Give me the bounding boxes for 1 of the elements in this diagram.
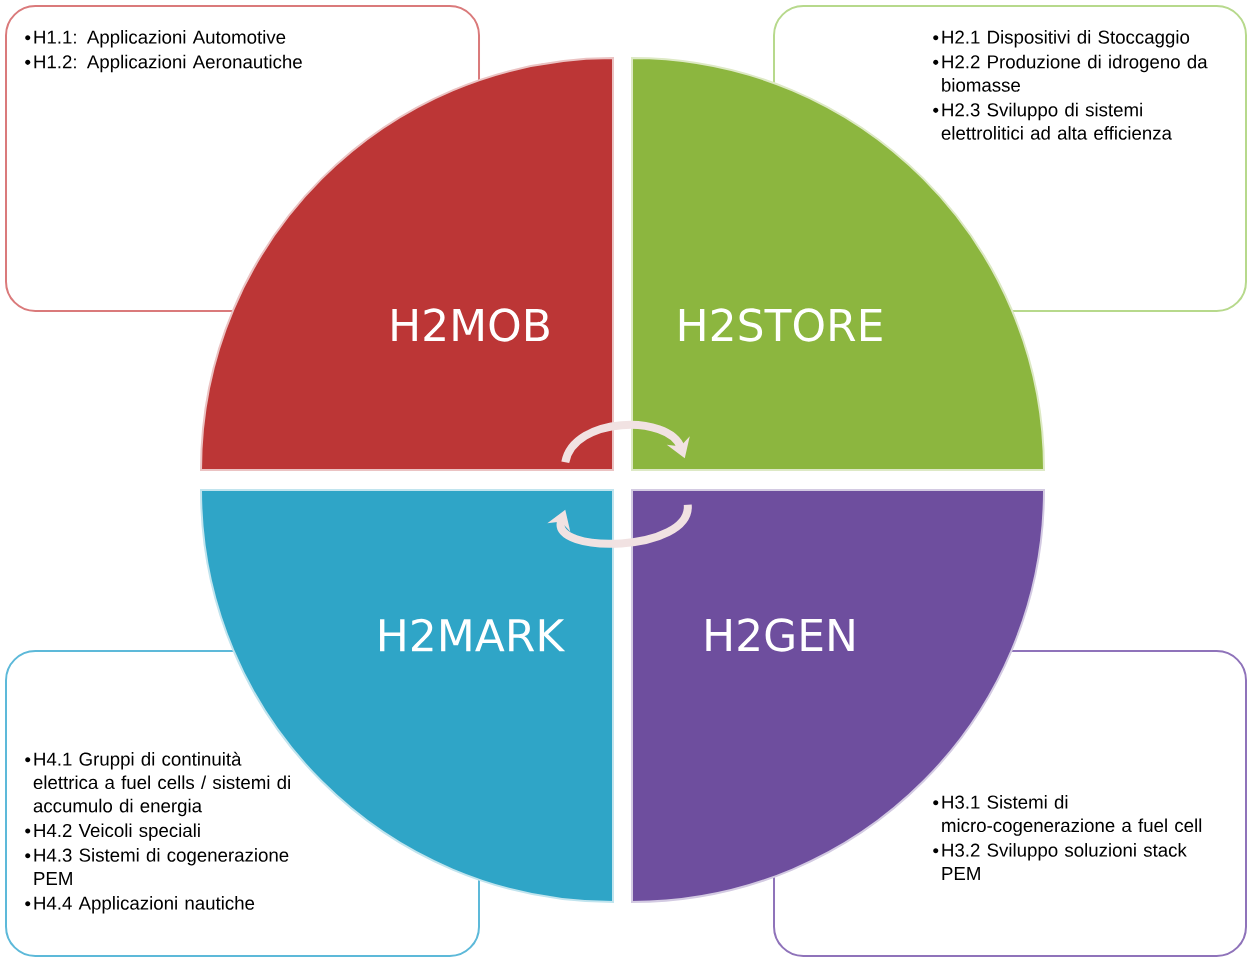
curved-arrow xyxy=(561,420,690,464)
